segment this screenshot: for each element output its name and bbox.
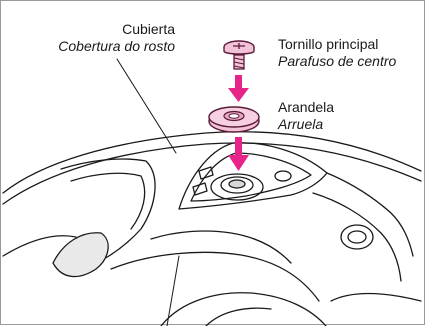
lower-right-curve [330, 292, 422, 302]
lower-curve-1 [150, 230, 292, 264]
vent-housing [178, 142, 328, 210]
vent-tab [52, 232, 109, 278]
vent-housing-inner [190, 152, 312, 202]
right-shell-1 [326, 172, 414, 257]
washer-label: Arandela Arruela [278, 99, 334, 133]
screw-label-pt: Parafuso de centro [278, 53, 397, 69]
mount-boss-hole [228, 179, 246, 189]
right-ring-outer [340, 224, 374, 250]
right-shell-2 [312, 192, 402, 282]
arrow-down-icon [228, 75, 249, 102]
washer-label-pt: Arruela [278, 116, 324, 132]
mount-boss-mid [220, 176, 254, 194]
lower-curve-5 [2, 235, 77, 257]
helmet-shell-inner-edge [2, 142, 422, 205]
bottom-leader-line [166, 255, 180, 326]
screw-label: Tornillo principal Parafuso de centro [278, 36, 396, 70]
cover-leader-line [116, 58, 177, 154]
right-ring-inner [347, 230, 367, 244]
lower-curve-4 [205, 307, 272, 326]
lower-curve-3 [160, 292, 327, 326]
cover-label-es: Cubierta [122, 21, 175, 37]
washer-icon [208, 106, 260, 133]
mount-boss-outer [210, 173, 264, 201]
arrow-down-icon [228, 137, 249, 171]
screw-icon [223, 40, 255, 70]
lower-curve-2 [110, 251, 320, 302]
helmet-shell-outline [2, 131, 422, 194]
cover-left-flap [60, 158, 156, 274]
cover-left-inner [70, 172, 146, 230]
slot-1 [198, 166, 214, 180]
screw-label-es: Tornillo principal [278, 36, 379, 52]
pivot-small [274, 170, 292, 182]
washer-label-es: Arandela [278, 99, 335, 115]
slot-2 [192, 182, 208, 196]
cover-label-pt: Cobertura do rosto [58, 38, 175, 54]
cover-label: Cubierta Cobertura do rosto [19, 21, 175, 55]
